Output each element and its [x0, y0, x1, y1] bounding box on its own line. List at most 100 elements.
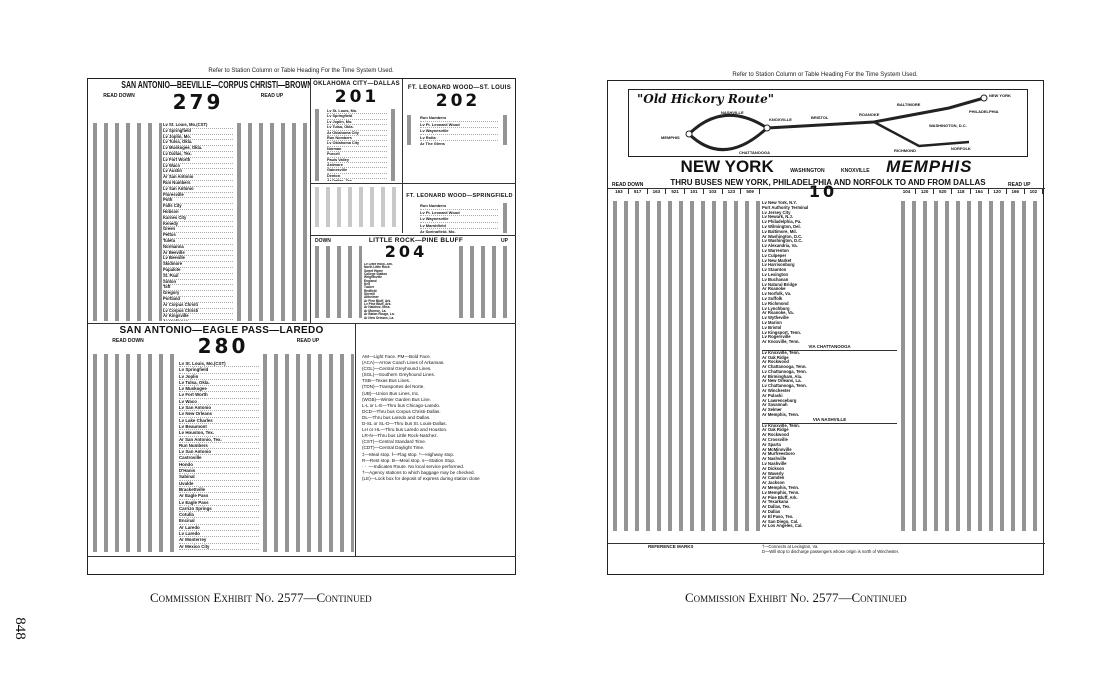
table-279-title: SAN ANTONIO—BEEVILLE—CORPUS CHRISTI—BROW…: [121, 80, 310, 91]
station-row: Lv New Market: [762, 257, 792, 263]
legend-entry: TSB—Texas Bus Lines.: [362, 378, 411, 384]
legend-entry: LH or HL—Thru bus Laredo and Houston.: [362, 427, 448, 433]
station-row: Lv Lynchburg: [762, 305, 790, 311]
station-row: Lv Memphis, Tenn.: [762, 489, 800, 495]
times-up: [500, 115, 514, 145]
station-row: Lv San Antonio: [179, 405, 259, 412]
legend-entry: DL—Thru bus Laredo and Dallas.: [362, 414, 431, 420]
station-row: Ar Baton Rouge, La.: [364, 312, 395, 317]
map-city: CHATTANOOGA: [739, 150, 770, 155]
station-row: Lv Wytheville: [762, 315, 789, 321]
title-knoxville: KNOXVILLE: [841, 168, 870, 174]
station-row: Lv Austin: [163, 169, 233, 176]
table-204: DOWN LITTLE ROCK—PINE BLUFF UP 204 Lv Li…: [311, 235, 516, 319]
station-row: Lv Chattanooga, Tenn.: [762, 368, 807, 374]
time-system-note-right: Refer to Station Column or Table Heading…: [732, 72, 918, 78]
station-row: Lv Ft. Leonard Wood: [420, 210, 498, 217]
run-number: 166: [1007, 189, 1025, 194]
run-number: 164: [971, 189, 989, 194]
station-row: Normanna: [163, 244, 233, 251]
route-subtitle: THRU BUSES NEW YORK, PHILADELPHIA AND NO…: [670, 178, 986, 187]
table-number: 280: [197, 334, 249, 358]
station-row: Lv Muskogee: [179, 386, 259, 393]
station-row: Lv Waynesville: [420, 128, 498, 135]
times-up: [898, 201, 1043, 531]
legend-entry: L-L or L-E—Thru bus Chicago-Laredo.: [362, 402, 441, 408]
station-row: Lv New York, N.Y.: [762, 201, 797, 205]
map-city: NEW YORK: [989, 93, 1011, 98]
station-row: Falls City: [163, 203, 233, 210]
station-row: Lv Buchanan: [762, 276, 789, 282]
map-title: "Old Hickory Route": [637, 92, 774, 106]
route-map: "Old Hickory Route" NEW YORK PHILADELPHI…: [628, 89, 1028, 157]
station-row: Ar Natchez, Miss.: [364, 305, 391, 310]
map-city: BALTIMORE: [897, 102, 921, 107]
read-up-label: READ UP: [296, 338, 320, 344]
run-number: 102: [1025, 189, 1043, 194]
station-row: Lv Rolla: [420, 135, 498, 142]
station-row: Lv Eagle Pass: [179, 500, 259, 506]
times-down: [312, 109, 326, 181]
station-row: Ar El Paso, Tex.: [762, 513, 794, 519]
run-number: 101: [685, 189, 704, 194]
station-row: Ar Roanoke, Va.: [762, 310, 794, 316]
station-row: Gainesville: [327, 168, 387, 174]
station-row: Karnes City: [163, 215, 233, 222]
station-row: Ar Harlingen: [163, 319, 233, 321]
table-201: OKLAHOMA CITY—DALLAS 201 Lv St. Louis, M…: [311, 79, 403, 183]
station-row: Skidmore: [163, 261, 233, 268]
station-row: Ar Nashville: [762, 456, 787, 462]
station-row: Lv Marion: [762, 319, 782, 325]
station-row: Sweet Home: [364, 268, 383, 273]
table-number: 202: [435, 91, 481, 111]
legend-entry: (UB)—Union Bus Lines, Inc.: [362, 390, 420, 396]
map-city: MEMPHIS: [661, 135, 680, 140]
station-row: Ar Murfreesboro: [762, 451, 795, 457]
station-row: Ar San Antonio: [163, 174, 233, 181]
station-row: Ar New Orleans, La.: [364, 315, 395, 320]
station-row: Keo: [364, 282, 371, 287]
station-row: Ar Memphis, Tenn.: [762, 412, 800, 418]
station-row: Lv Norfolk, Va.: [762, 291, 792, 297]
station-row: Ar Eagle Pass: [179, 493, 259, 500]
times: [312, 187, 402, 227]
station-row: Wrightsville: [364, 275, 383, 280]
table-number: 279: [172, 90, 224, 114]
reference-marks-heading: REFERENCE MARKS: [648, 544, 694, 549]
right-timetable-page: "Old Hickory Route" NEW YORK PHILADELPHI…: [607, 80, 1045, 575]
read-down-label: READ DOWN: [612, 182, 644, 188]
station-row: Lv Chattanooga, Tenn.: [762, 383, 807, 389]
station-row: Lv Laredo: [179, 531, 259, 538]
station-row: England: [364, 278, 377, 283]
station-row: Encinal: [179, 518, 259, 525]
station-row: Ar Roanoke: [762, 286, 786, 292]
station-row: Lv Muskogee, Okla.: [163, 145, 233, 152]
station-row: Lv Warrenton: [762, 247, 789, 253]
legend-entry: (WGB)—Winter Garden Bus Line.: [362, 396, 431, 402]
legend-entry: (CGL)—Central Greyhound Lines.: [362, 366, 432, 372]
station-row: Taft: [163, 284, 233, 292]
legend-entry: · · ·—Indicates Route. No local service …: [362, 463, 465, 469]
station-row: Norman: [327, 147, 387, 153]
run-number: 104: [898, 189, 917, 194]
down-label: DOWN: [315, 238, 331, 244]
station-row: Lv Fort Worth: [179, 392, 259, 399]
station-row: Lv Springfield: [163, 128, 233, 135]
times: [500, 203, 514, 233]
title-memphis: MEMPHIS: [886, 157, 973, 176]
station-row: Lv Alexandria, Va.: [762, 243, 798, 249]
table-202: FT. LEONARD WOOD—ST. LOUIS 202 Run Numbe…: [403, 79, 516, 183]
station-row: Ar Waverly: [762, 470, 784, 476]
page-number: 848: [11, 617, 28, 640]
map-city: ROANOKE: [859, 112, 880, 117]
station-row: Ar Lawrenceburg: [762, 397, 797, 403]
station-row: Run Numbers: [163, 180, 233, 187]
station-row: Lv Natural Bridge: [762, 281, 797, 287]
read-down-label: READ DOWN: [112, 338, 144, 344]
legend-entry: D-SL or SL-D—Thru bus St. Louis-Dallas.: [362, 421, 447, 427]
via-chattanooga-heading: VIA CHATTANOOGA: [762, 344, 897, 351]
station-row: Sherrill: [364, 292, 375, 297]
station-row: Lv Washington, D.C.: [762, 238, 803, 244]
